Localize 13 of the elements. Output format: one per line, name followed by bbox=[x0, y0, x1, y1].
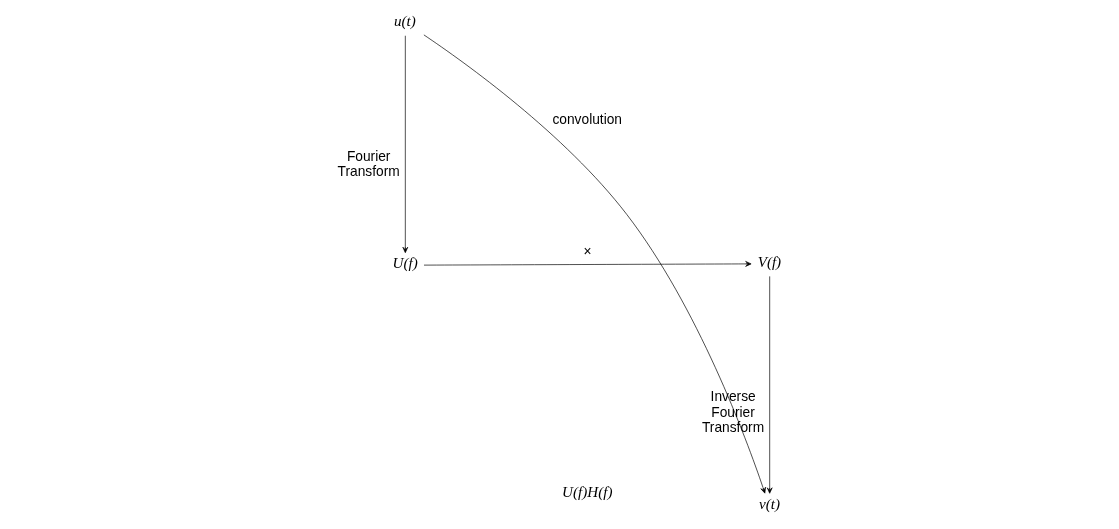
node-text: V(f) bbox=[757, 253, 781, 270]
node-text: u(t) bbox=[393, 13, 416, 30]
edge-label: Fourier Transform bbox=[337, 148, 400, 179]
arrow bbox=[766, 276, 772, 494]
edge-label: × bbox=[582, 244, 591, 260]
label: U(f)H(f) bbox=[561, 483, 612, 500]
node-text: v(t) bbox=[758, 495, 780, 512]
arrow bbox=[423, 261, 751, 267]
arrow bbox=[423, 34, 766, 494]
edge-label: Inverse Fourier Transform bbox=[701, 389, 764, 435]
node-text: U(f) bbox=[392, 255, 418, 272]
arrow bbox=[402, 35, 408, 253]
edge-label: convolution bbox=[551, 112, 622, 128]
